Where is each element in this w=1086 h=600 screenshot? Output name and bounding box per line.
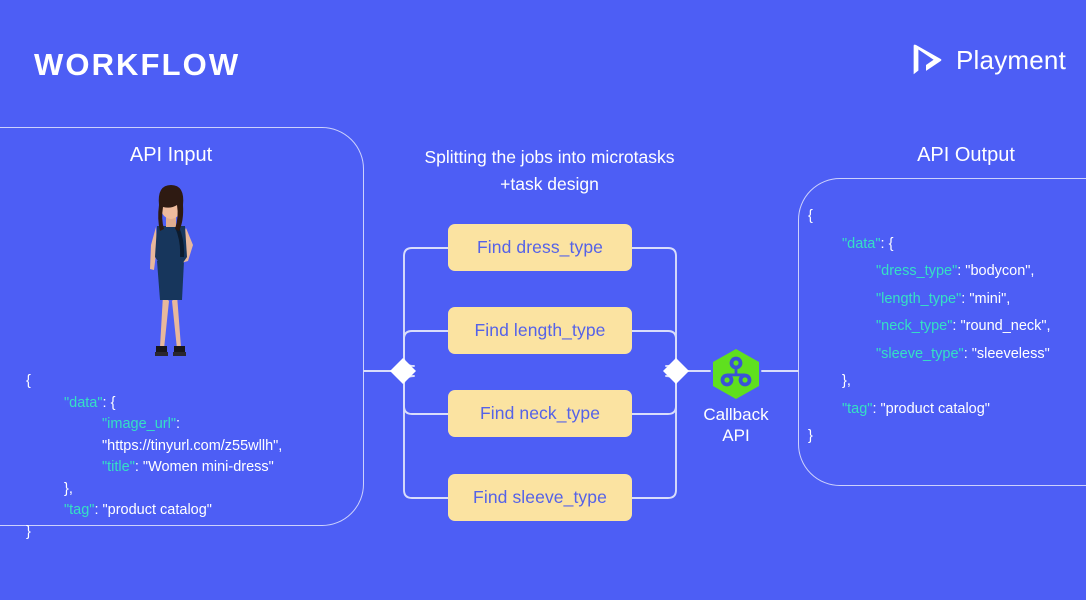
caption-line-2: +task design [500, 174, 599, 194]
merge-diamond-icon [663, 358, 689, 384]
json-line: }, [64, 480, 73, 497]
task-box-sleeve-type[interactable]: Find sleeve_type [448, 474, 632, 521]
playment-play-logo-icon [913, 44, 942, 75]
page-title: WORKFLOW [34, 47, 241, 82]
task-box-length-type[interactable]: Find length_type [448, 307, 632, 354]
caption-line-1: Splitting the jobs into microtasks [424, 147, 675, 167]
json-line: { [26, 373, 31, 389]
task-box-dress-type[interactable]: Find dress_type [448, 224, 632, 271]
api-input-panel [0, 127, 364, 526]
callback-label-line-1: Callback [703, 405, 769, 424]
api-output-title: API Output [917, 144, 1015, 166]
callback-api-label: Callback API [692, 404, 780, 446]
callback-label-line-2: API [722, 426, 750, 445]
json-line: "data": { [64, 394, 116, 411]
api-input-json: { "data": { "image_url": "https://tinyur… [26, 371, 356, 543]
callback-api-node: Callback API [692, 348, 780, 446]
json-line: "data": { [842, 235, 894, 252]
json-line: "image_url": "https://tinyurl.com/z55wll… [102, 416, 283, 454]
product-model-photo [150, 185, 193, 356]
split-diamond-icon [390, 358, 416, 384]
json-line: "dress_type": "bodycon", [876, 263, 1035, 279]
task-box-neck-type[interactable]: Find neck_type [448, 390, 632, 437]
api-input-title: API Input [129, 144, 213, 166]
brand-logo: Playment [907, 38, 1066, 82]
api-output-json: { "data": { "dress_type": "bodycon", "le… [808, 203, 1086, 451]
json-line: "sleeve_type": "sleeveless" [876, 345, 1050, 362]
json-line: { [808, 208, 813, 224]
microtask-caption: Splitting the jobs into microtasks +task… [387, 144, 712, 198]
api-output-panel [798, 178, 1086, 486]
json-line: "length_type": "mini", [876, 290, 1011, 307]
json-line: "tag": "product catalog" [842, 400, 990, 417]
json-line: } [808, 428, 813, 444]
json-line: "neck_type": "round_neck", [876, 318, 1051, 334]
json-line: } [26, 523, 31, 540]
json-line: "title": "Women mini-dress" [102, 459, 274, 475]
brand-name: Playment [956, 45, 1066, 75]
json-line: "tag": "product catalog" [64, 502, 212, 518]
json-line: }, [842, 373, 851, 389]
hexagon-api-icon [713, 349, 759, 399]
